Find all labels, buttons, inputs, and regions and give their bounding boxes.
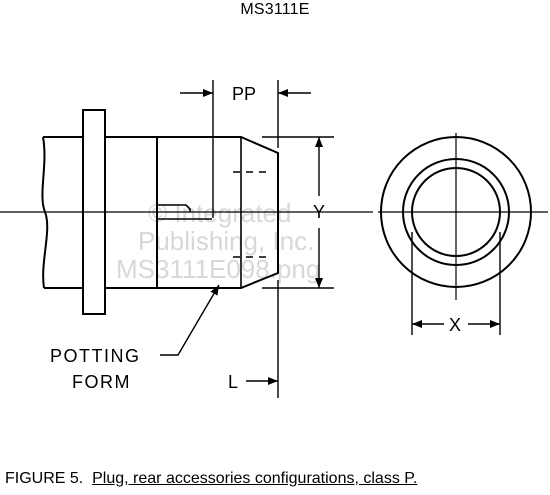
leader-line	[160, 284, 220, 356]
figure-number: FIGURE 5.	[5, 470, 84, 487]
middle-circle	[402, 158, 510, 266]
document-id: MS3111E	[240, 1, 310, 18]
dimension-x	[411, 232, 501, 335]
potting-label-line-1: POTTING	[50, 346, 141, 366]
watermark-line-2: Publishing, Inc.	[138, 226, 314, 256]
watermark-line-3: MS3111E098.png	[116, 254, 320, 284]
plug-end-view	[380, 136, 532, 288]
watermark: © Integrated Publishing, Inc. MS3111E098…	[116, 198, 320, 284]
internal-step	[157, 204, 191, 212]
potting-form-leader	[160, 284, 220, 356]
figure-title: Plug, rear accessories configurations, c…	[92, 470, 418, 487]
x-label: X	[449, 315, 461, 335]
watermark-line-1: © Integrated	[148, 198, 291, 228]
inner-circle	[411, 167, 501, 257]
pp-label: PP	[232, 84, 256, 104]
figure-caption: FIGURE 5. Plug, rear accessories configu…	[5, 470, 417, 488]
y-label: Y	[313, 202, 325, 222]
dimension-l	[246, 280, 279, 398]
l-label: L	[228, 372, 238, 392]
break-line	[41, 136, 49, 289]
dimension-y	[262, 136, 334, 289]
outer-circle	[380, 136, 532, 288]
centerlines	[0, 133, 548, 300]
potting-label-line-2: FORM	[72, 372, 131, 392]
coupling-flange	[82, 109, 106, 315]
